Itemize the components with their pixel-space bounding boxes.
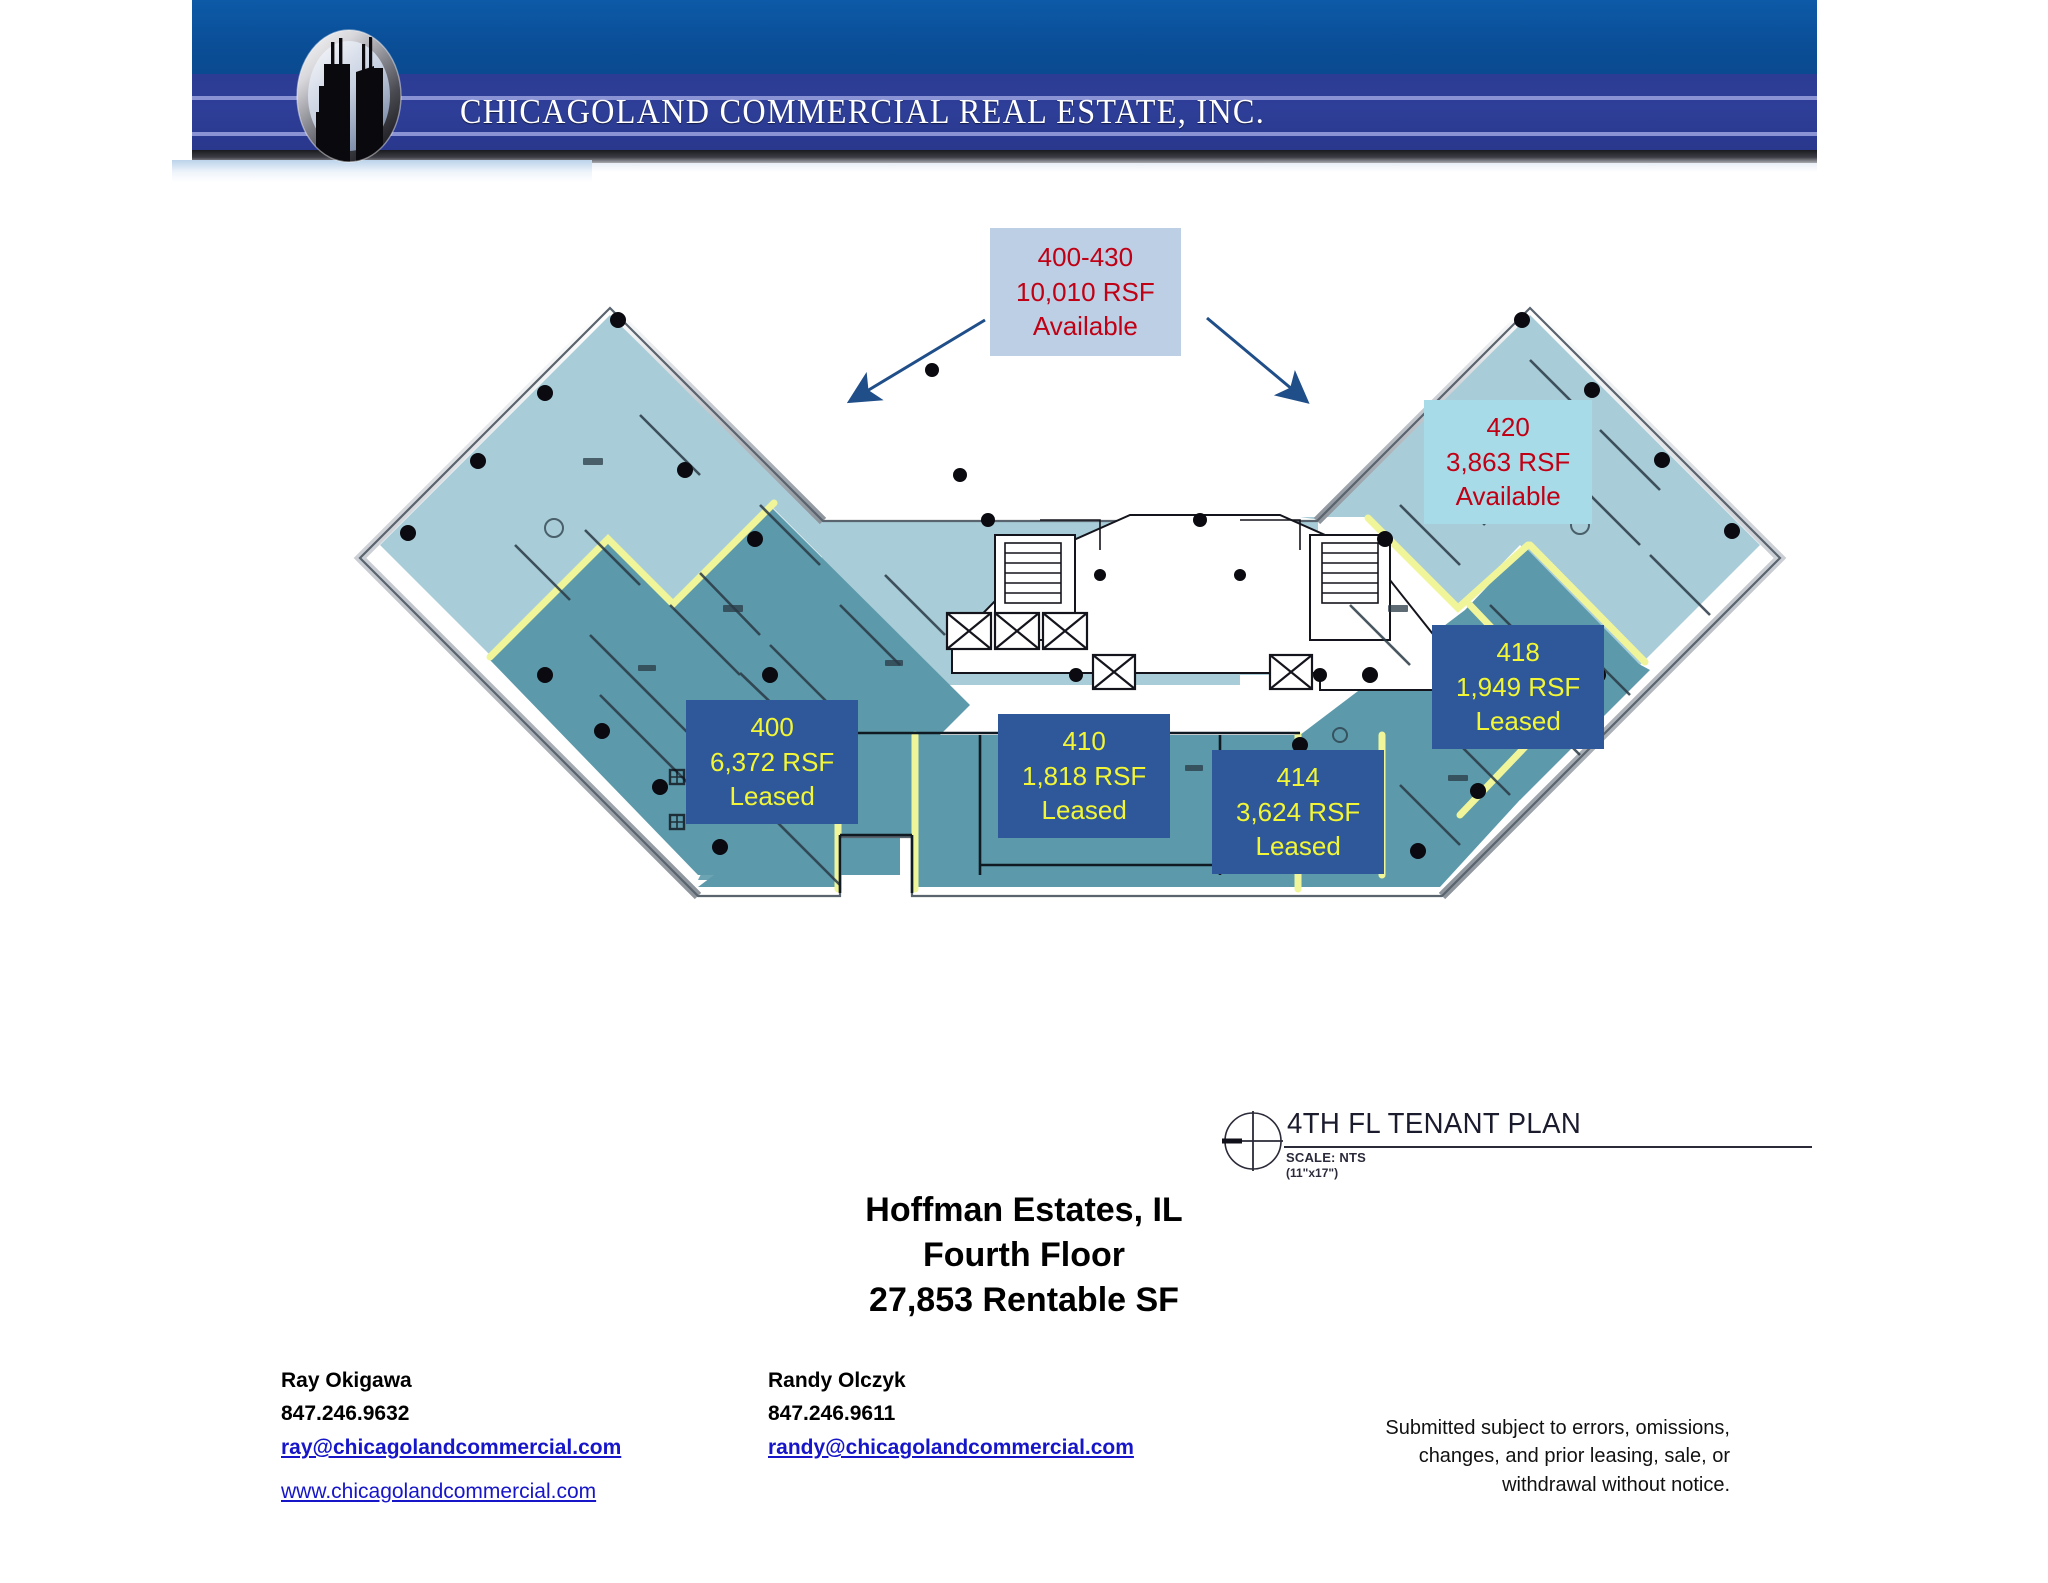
callout-suite-status: Available: [1032, 311, 1138, 342]
callout-suite-status: Leased: [729, 781, 815, 812]
callout-suite-status: Available: [1455, 481, 1561, 512]
callout-suite-418[interactable]: 418 1,949 RSF Leased: [1432, 625, 1605, 749]
contact-block-randy-olczyk: Randy Olczyk 847.246.9611 randy@chicagol…: [768, 1365, 1134, 1465]
plan-title-block: 4TH FL TENANT PLAN SCALE: NTS (11"x17"): [1222, 1108, 1822, 1188]
disclaimer-line-2: changes, and prior leasing, sale, or: [1418, 1445, 1730, 1468]
company-website-link[interactable]: www.chicagolandcommercial.com: [281, 1480, 597, 1503]
contact-name: Randy Olczyk: [768, 1369, 906, 1392]
contact-block-ray-okigawa: Ray Okigawa 847.246.9632 ray@chicagoland…: [281, 1365, 621, 1465]
callout-suite-410[interactable]: 410 1,818 RSF Leased: [998, 714, 1171, 838]
contact-name: Ray Okigawa: [281, 1369, 412, 1392]
callout-suite-400-430[interactable]: 400-430 10,010 RSF Available: [990, 228, 1181, 356]
disclaimer-line-1: Submitted subject to errors, omissions,: [1385, 1417, 1730, 1439]
callout-suite-area: 3,863 RSF: [1446, 446, 1571, 477]
plan-title: 4TH FL TENANT PLAN: [1287, 1108, 1582, 1140]
property-location: Hoffman Estates, IL: [865, 1191, 1183, 1229]
callout-suite-area: 6,372 RSF: [710, 746, 835, 777]
callout-suite-number: 418: [1496, 637, 1540, 667]
header-band-top: [192, 0, 1817, 74]
property-floor: Fourth Floor: [922, 1236, 1126, 1275]
plan-title-rule: [1284, 1146, 1812, 1148]
callout-suite-number: 400-430: [1037, 242, 1134, 272]
header-band-mid: [192, 74, 1817, 150]
building-core: [945, 514, 1441, 691]
skyscraper-circle-logo: [274, 24, 424, 174]
header-band-sliver: [172, 160, 592, 182]
callout-suite-number: 420: [1486, 412, 1530, 442]
callout-suite-414[interactable]: 414 3,624 RSF Leased: [1212, 750, 1385, 874]
header-banner: CHICAGOLAND COMMERCIAL REAL ESTATE, INC.: [172, 0, 1817, 182]
header-pinstripe-lower: [192, 132, 1817, 136]
callout-suite-area: 1,949 RSF: [1456, 671, 1581, 702]
callout-suite-status: Leased: [1475, 706, 1561, 737]
callout-suite-number: 414: [1276, 762, 1320, 792]
structural-columns: [400, 312, 1740, 859]
north-arrow-icon: [1222, 1111, 1283, 1171]
plan-sheet-size: (11"x17"): [1286, 1166, 1339, 1180]
disclaimer-line-3: withdrawal without notice.: [1502, 1473, 1730, 1496]
header-pinstripe-upper: [192, 96, 1817, 100]
callout-suite-400[interactable]: 400 6,372 RSF Leased: [686, 700, 859, 824]
plan-scale: SCALE: NTS: [1286, 1150, 1366, 1165]
header-band-fade: [192, 163, 1817, 172]
brand-title: CHICAGOLAND COMMERCIAL REAL ESTATE, INC.: [460, 92, 1266, 131]
callout-suite-area: 10,010 RSF: [1016, 276, 1155, 307]
callout-suite-status: Leased: [1041, 795, 1127, 826]
callout-suite-area: 3,624 RSF: [1236, 796, 1361, 827]
contact-phone: 847.246.9632: [281, 1401, 410, 1425]
contact-email-link[interactable]: ray@chicagolandcommercial.com: [281, 1436, 622, 1460]
callout-suite-number: 400: [750, 712, 794, 742]
header-band-dark: [192, 150, 1817, 163]
callout-suite-status: Leased: [1255, 831, 1341, 862]
contact-email-link[interactable]: randy@chicagolandcommercial.com: [768, 1436, 1134, 1460]
callout-suite-number: 410: [1062, 726, 1106, 756]
contact-phone: 847.246.9611: [768, 1401, 896, 1425]
legal-disclaimer: Submitted subject to errors, omissions, …: [1240, 1414, 1730, 1499]
building-wall-lines: [358, 306, 1782, 898]
callout-suite-area: 1,818 RSF: [1022, 760, 1147, 791]
property-rsf: 27,853 Rentable SF: [869, 1281, 1179, 1320]
property-title: Hoffman Estates, IL Fourth Floor 27,853 …: [524, 1188, 1524, 1324]
callout-suite-420[interactable]: 420 3,863 RSF Available: [1424, 400, 1593, 524]
